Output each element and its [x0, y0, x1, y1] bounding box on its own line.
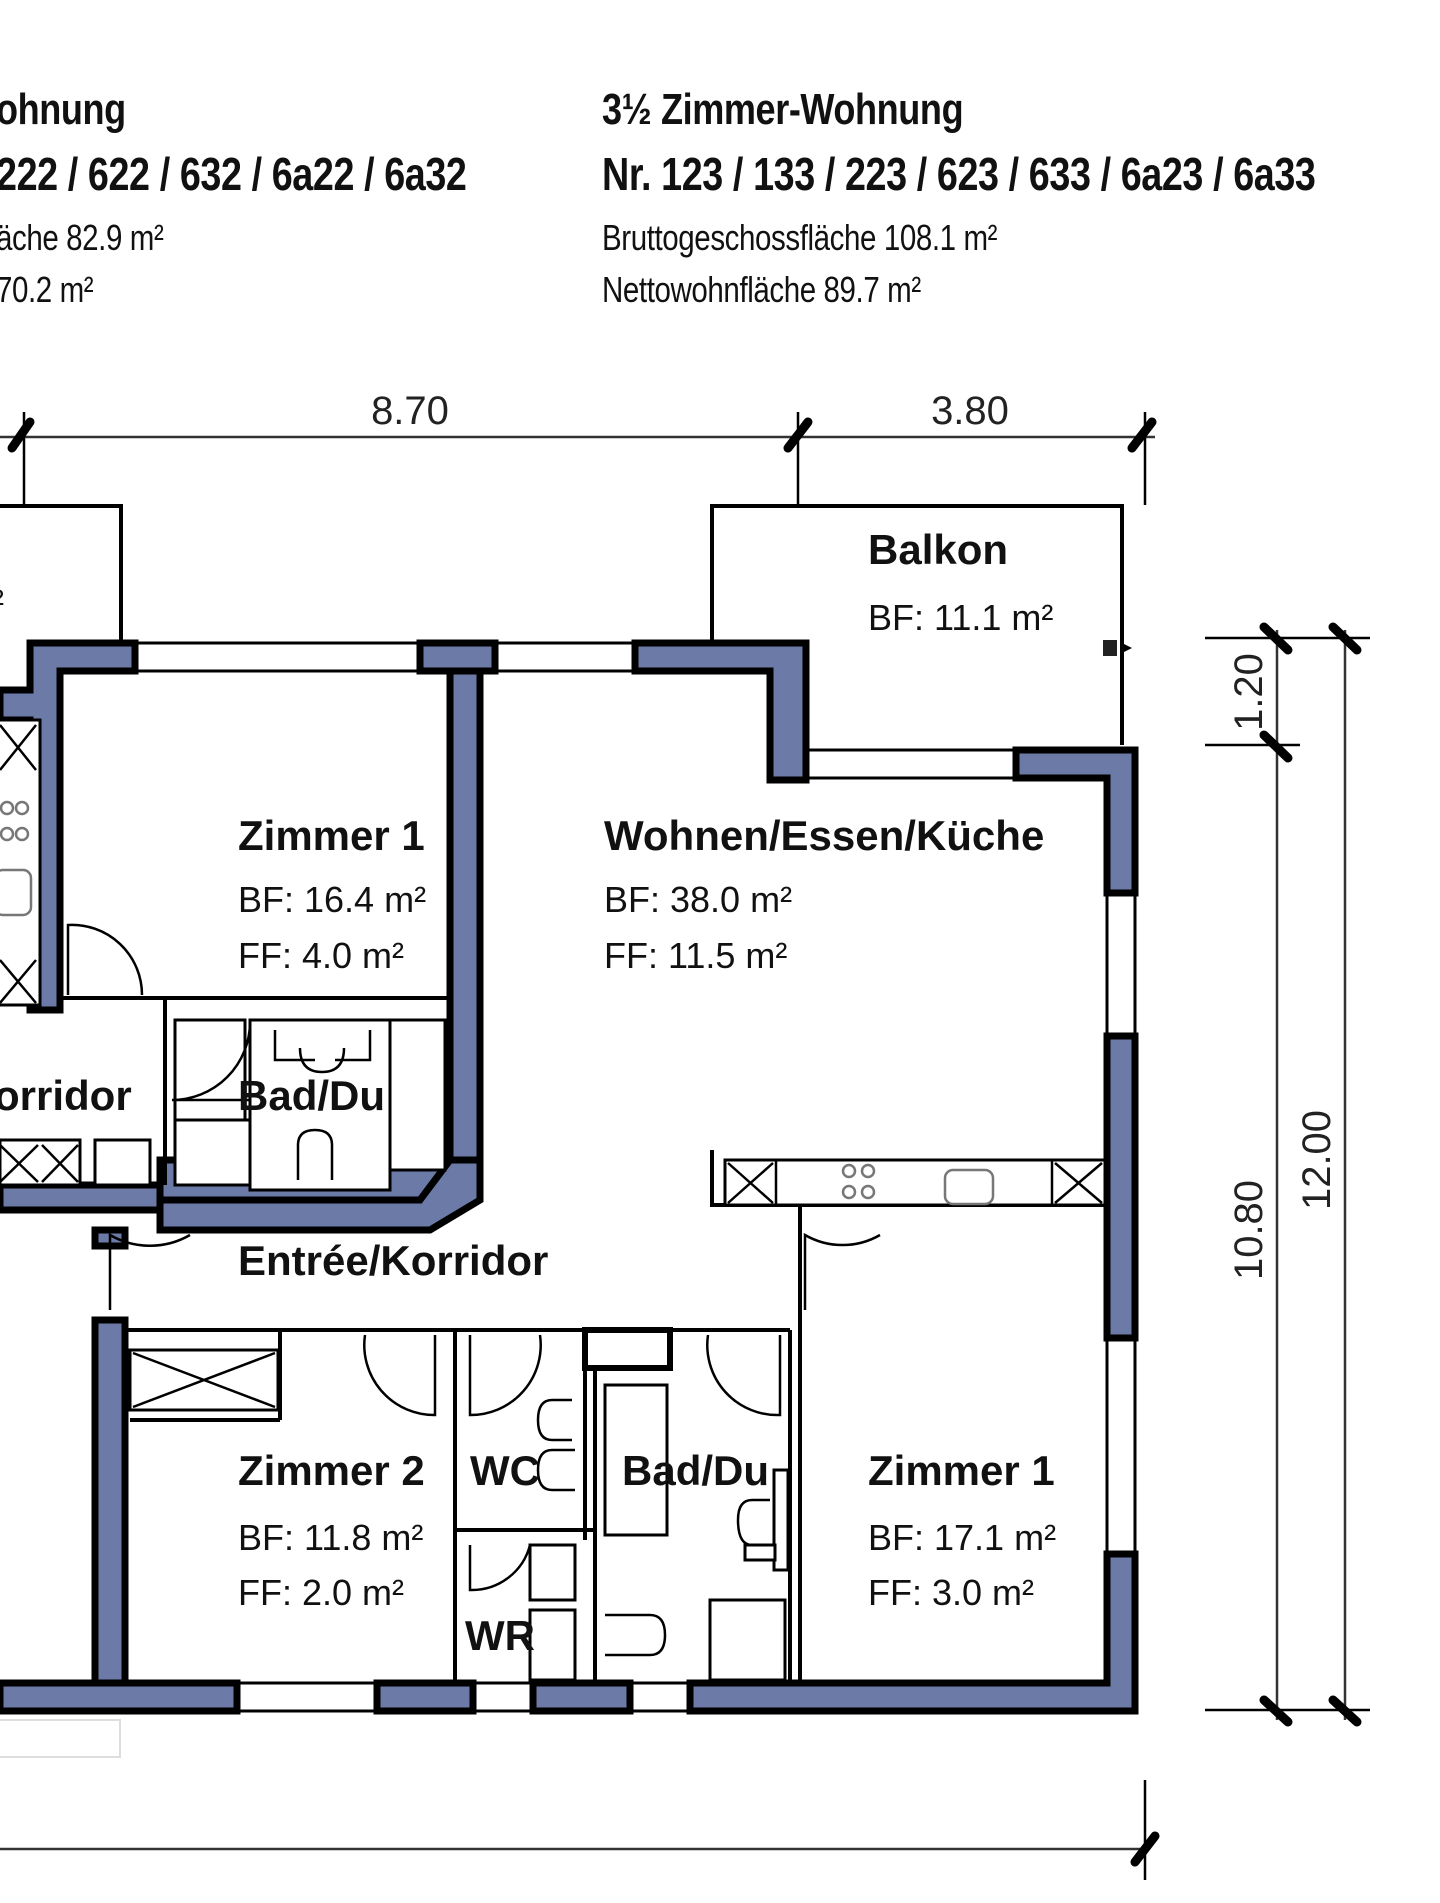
room-zimmer2-bf: BF: 11.8 m² [238, 1517, 423, 1558]
room-balkon-bf: BF: 11.1 m² [868, 597, 1053, 638]
cabinet-row-korridor [0, 1138, 152, 1187]
room-bad-lower-name: Bad/Du [622, 1447, 769, 1494]
toilet-icon [296, 1128, 334, 1180]
toilet-icon [605, 1613, 667, 1657]
room-zimmer1-left-ff: FF: 4.0 m² [238, 935, 404, 976]
lower-bathroom-fixtures [603, 1383, 790, 1682]
closet-cross [128, 1348, 280, 1412]
interior-walls [58, 710, 1107, 1683]
right-unit-numbers: Nr. 123 / 133 / 223 / 623 / 633 / 6a23 /… [602, 148, 1316, 200]
dim-top-balcony: 3.80 [931, 389, 1009, 433]
sink-icon [536, 1398, 572, 1442]
room-zimmer1-left-name: Zimmer 1 [238, 812, 425, 859]
wc-fixtures [528, 1398, 577, 1682]
door-swings [66, 923, 881, 1592]
sink-icon [736, 1498, 770, 1547]
room-zimmer1-right: Zimmer 1 BF: 17.1 m² FF: 3.0 m² [868, 1447, 1056, 1613]
top-dimension-line: 8.70 3.80 [0, 389, 1157, 505]
room-wohnen-ff: FF: 11.5 m² [604, 935, 787, 976]
door-swing-icon [66, 923, 144, 996]
dimension-tick [783, 417, 813, 453]
room-zimmer1-left: Zimmer 1 BF: 16.4 m² FF: 4.0 m² [238, 812, 426, 976]
dim-side-main: 10.80 [1227, 1180, 1271, 1280]
svg-text:²: ² [0, 582, 4, 623]
side-dimension-lines: 1.20 10.80 12.00 [1205, 622, 1370, 1727]
cabinet-cross-icon [0, 724, 37, 771]
right-unit-gross-area: Bruttogeschossfläche 108.1 m² [602, 217, 998, 258]
left-unit-title: ohnung [0, 85, 126, 134]
room-wohnen: Wohnen/Essen/Küche BF: 38.0 m² FF: 11.5 … [604, 812, 1044, 976]
stove-burner-icon [841, 1163, 857, 1179]
windows [133, 641, 1137, 1713]
room-bad-upper-name: Bad/Du [238, 1072, 385, 1119]
door-swing-icon [108, 1232, 191, 1310]
cabinet-cross-icon [727, 1162, 774, 1204]
room-wc-name: WC [470, 1447, 540, 1494]
dim-side-total: 12.00 [1295, 1110, 1339, 1210]
room-wohnen-name: Wohnen/Essen/Küche [604, 812, 1044, 859]
dimension-tick [1127, 417, 1157, 453]
balcony-left: ² [0, 504, 123, 640]
bathtub-icon [603, 1383, 669, 1537]
room-zimmer1-right-ff: FF: 3.0 m² [868, 1572, 1034, 1613]
room-korridor-left-name: orridor [0, 1072, 132, 1119]
left-unit-header: ohnung 222 / 622 / 632 / 6a22 / 6a32 äch… [0, 84, 570, 318]
left-unit-net-area: 70.2 m² [0, 269, 94, 310]
drain-icon [1103, 640, 1117, 656]
room-zimmer2-ff: FF: 2.0 m² [238, 1572, 404, 1613]
room-wr-name: WR [465, 1612, 535, 1659]
toilet-icon [536, 1448, 575, 1492]
room-zimmer2: Zimmer 2 BF: 11.8 m² FF: 2.0 m² [238, 1447, 425, 1613]
dimension-tick [7, 417, 35, 453]
bottom-dimension-line [0, 1719, 1160, 1880]
kitchen-counter-right [723, 1158, 1107, 1207]
room-zimmer1-right-bf: BF: 17.1 m² [868, 1517, 1056, 1558]
upper-bathroom-fixtures [173, 1018, 447, 1192]
left-unit-gross-area: äche 82.9 m² [0, 217, 164, 258]
room-balkon-name: Balkon [868, 526, 1008, 573]
left-unit-numbers: 222 / 622 / 632 / 6a22 / 6a32 [0, 148, 467, 200]
room-zimmer1-right-name: Zimmer 1 [868, 1447, 1055, 1494]
right-unit-net-area: Nettowohnfläche 89.7 m² [602, 269, 921, 310]
room-wohnen-bf: BF: 38.0 m² [604, 879, 792, 920]
sink-icon [943, 1168, 995, 1206]
dim-top-main: 8.70 [371, 389, 449, 433]
room-entree-name: Entrée/Korridor [238, 1237, 548, 1284]
room-zimmer1-left-bf: BF: 16.4 m² [238, 879, 426, 920]
kitchen-counter-left [0, 718, 42, 1007]
right-unit-title: 3½ Zimmer-Wohnung [602, 85, 964, 134]
balcony-right: Balkon BF: 11.1 m² [710, 504, 1132, 745]
dim-side-balcony: 1.20 [1227, 653, 1271, 731]
right-unit-header: 3½ Zimmer-Wohnung Nr. 123 / 133 / 223 / … [602, 84, 1440, 318]
room-zimmer2-name: Zimmer 2 [238, 1447, 425, 1494]
